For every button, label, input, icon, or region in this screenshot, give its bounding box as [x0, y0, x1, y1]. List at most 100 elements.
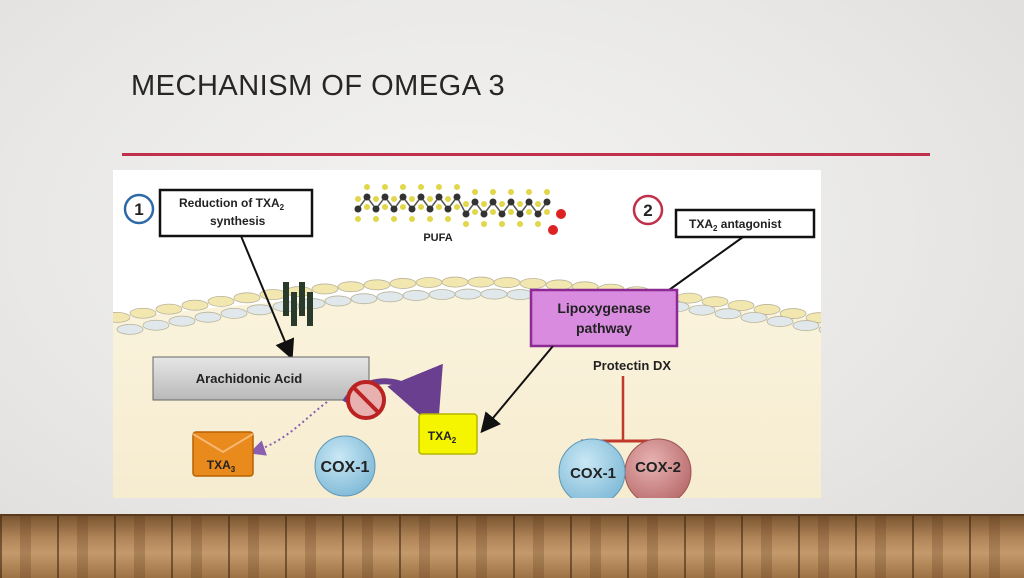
txa3-box — [192, 431, 254, 477]
membrane-protein — [283, 282, 289, 316]
carbon-atom — [426, 205, 434, 213]
pufa-label: PUFA — [423, 232, 452, 244]
membrane-lipid — [727, 300, 755, 311]
wood-floor-decoration — [0, 514, 1024, 578]
txa3-label: TXA3 — [207, 458, 236, 474]
hydrogen-atom — [445, 196, 451, 202]
membrane-lipid — [337, 281, 365, 293]
carbon-atom — [489, 198, 497, 206]
cox2-label: COX-2 — [635, 459, 681, 476]
txa2-label: TXA2 — [428, 429, 457, 445]
membrane-lipid — [389, 278, 417, 289]
carbon-atom — [507, 198, 515, 206]
step-1-label-line2: synthesis — [210, 214, 266, 228]
step-2-badge — [632, 194, 664, 226]
carbon-atom — [363, 193, 371, 201]
hydrogen-atom — [373, 196, 379, 202]
hydrogen-atom — [373, 216, 379, 222]
carbon-atom — [525, 198, 533, 206]
hydrogen-atom — [391, 216, 397, 222]
arachidonic-acid-bar — [152, 356, 370, 401]
carbon-atom — [543, 198, 551, 206]
hydrogen-atom — [472, 189, 478, 195]
hydrogen-atom — [418, 184, 424, 190]
slide-title: MECHANISM OF OMEGA 3 — [131, 70, 506, 102]
membrane-lipid — [805, 312, 821, 324]
membrane-lipid — [194, 311, 222, 323]
hydrogen-atom — [481, 201, 487, 207]
membrane-lipid — [113, 311, 131, 323]
hydrogen-atom — [535, 201, 541, 207]
membrane-lipid — [701, 296, 729, 308]
membrane-lipid — [428, 289, 456, 300]
hydrogen-atom — [436, 184, 442, 190]
inhibition-no-symbol — [346, 380, 386, 420]
carbon-atom — [480, 210, 488, 218]
hydrogen-atom — [391, 196, 397, 202]
hydrogen-atom — [517, 221, 523, 227]
carbon-atom — [516, 210, 524, 218]
step-2-group: 2 TXA2 antagonist — [632, 194, 816, 291]
hydrogen-atom — [508, 189, 514, 195]
omega3-mechanism-diagram: 1 Reduction of TXA2 synthesis PUFA 2 TXA… — [113, 170, 821, 498]
carbon-atom — [408, 205, 416, 213]
hydrogen-atom — [544, 189, 550, 195]
antagonist-arrow — [480, 345, 554, 434]
membrane-lipid — [441, 276, 469, 288]
hydrogen-atom — [409, 196, 415, 202]
cox1-label-right: COX-1 — [570, 465, 616, 482]
carbon-atom — [354, 205, 362, 213]
step-1-number: 1 — [134, 200, 143, 219]
hydrogen-atom — [427, 216, 433, 222]
hydrogen-atom — [400, 184, 406, 190]
carbon-atom — [471, 198, 479, 206]
membrane-lipid — [714, 308, 742, 320]
carbon-atom — [444, 205, 452, 213]
step-2-box — [674, 208, 816, 239]
membrane-lipid — [207, 296, 235, 307]
oxygen-atom — [548, 225, 558, 235]
cox1-enzyme-right — [558, 438, 626, 498]
hydrogen-atom — [490, 189, 496, 195]
step-1-label-line1: Reduction of TXA2 — [179, 196, 285, 212]
hydrogen-atom — [454, 184, 460, 190]
membrane-lipid — [376, 291, 404, 303]
hydrogen-atom — [463, 221, 469, 227]
hydrogen-atom — [409, 216, 415, 222]
carbon-atom — [435, 193, 443, 201]
membrane-lipid — [233, 292, 261, 304]
hydrogen-atom — [472, 209, 478, 215]
carbon-atom — [417, 193, 425, 201]
membrane-protein — [299, 282, 305, 316]
lipoxygenase-box — [529, 288, 679, 348]
hydrogen-atom — [418, 204, 424, 210]
membrane-lipid — [779, 308, 807, 319]
membrane-lipid — [415, 277, 443, 288]
carbon-atom — [381, 193, 389, 201]
membrane-lipid — [181, 299, 209, 311]
hydrogen-atom — [355, 196, 361, 202]
hydrogen-atom — [481, 221, 487, 227]
carbon-atom — [534, 210, 542, 218]
hydrogen-atom — [355, 216, 361, 222]
membrane-protein — [291, 292, 297, 326]
membrane-lipid — [142, 319, 170, 331]
carbon-atom — [453, 193, 461, 201]
carbon-atom — [372, 205, 380, 213]
membrane-lipid — [363, 279, 391, 291]
membrane-lipid — [688, 304, 716, 316]
hydrogen-atom — [526, 189, 532, 195]
membrane-lipid — [311, 283, 339, 295]
membrane-lipid — [350, 293, 378, 305]
step-1-arrow — [240, 235, 295, 360]
membrane-lipid — [792, 320, 820, 331]
membrane-lipid — [168, 315, 196, 327]
hydrogen-atom — [364, 184, 370, 190]
hydrogen-atom — [427, 196, 433, 202]
hydrogen-atom — [499, 221, 505, 227]
hydrogen-atom — [382, 204, 388, 210]
hydrogen-atom — [499, 201, 505, 207]
carbon-atom — [399, 193, 407, 201]
membrane-lipid — [493, 277, 521, 288]
membrane-lipid — [519, 278, 547, 289]
